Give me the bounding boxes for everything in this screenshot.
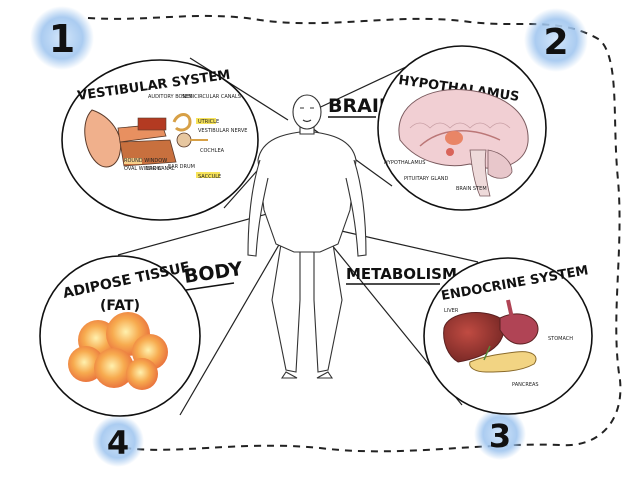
label-body: BODY bbox=[183, 258, 245, 288]
panel-hypothalamus: HYPOTHALAMUS HYPOTHALAMUS PITUITARY GLAN… bbox=[377, 45, 547, 211]
adipose-title-line2: (FAT) bbox=[100, 298, 140, 314]
svg-text:EAR DRUM: EAR DRUM bbox=[168, 164, 195, 170]
svg-text:COCHLEA: COCHLEA bbox=[200, 148, 225, 154]
stomach-label: STOMACH bbox=[548, 336, 573, 342]
badge-3: 3 bbox=[474, 408, 526, 460]
hypothalamus-label: HYPOTHALAMUS bbox=[384, 160, 425, 166]
human-figure bbox=[247, 94, 367, 379]
badge-1: 1 bbox=[30, 6, 94, 70]
svg-text:SACCULE: SACCULE bbox=[198, 174, 221, 180]
svg-text:VESTIBULAR NERVE: VESTIBULAR NERVE bbox=[198, 128, 247, 134]
svg-text:SEMICIRCULAR CANALS: SEMICIRCULAR CANALS bbox=[182, 94, 241, 100]
dashed-border bbox=[87, 14, 622, 453]
badge-3-number: 3 bbox=[489, 417, 511, 455]
label-metabolism: METABOLISM bbox=[346, 265, 457, 283]
vestibular-labels: AUDITORY BONES SEMICIRCULAR CANALS UTRIC… bbox=[124, 94, 247, 180]
panel-adipose: ADIPOSE TISSUE (FAT) bbox=[39, 255, 201, 417]
svg-text:AUDITORY BONES: AUDITORY BONES bbox=[148, 94, 193, 100]
label-brain: BRAIN bbox=[328, 95, 395, 117]
badge-1-number: 1 bbox=[49, 17, 75, 61]
liver-label: LIVER bbox=[444, 308, 459, 314]
badge-2-number: 2 bbox=[543, 22, 568, 63]
svg-text:ROUND WINDOW: ROUND WINDOW bbox=[124, 158, 167, 164]
pancreas-label: PANCREAS bbox=[512, 382, 539, 388]
svg-text:UTRICLE: UTRICLE bbox=[198, 119, 219, 125]
svg-text:EAR CANAL: EAR CANAL bbox=[146, 166, 175, 172]
panel-vestibular: VESTIBULAR SYSTEM AUDITORY BONES SEMICIR… bbox=[61, 59, 259, 221]
fat-cells-illustration bbox=[68, 312, 168, 390]
badge-4-number: 4 bbox=[107, 424, 129, 462]
badge-2: 2 bbox=[524, 8, 588, 72]
ear-illustration bbox=[84, 109, 220, 178]
brainstem-label: BRAIN STEM bbox=[456, 186, 487, 192]
pituitary-label: PITUITARY GLAND bbox=[404, 176, 448, 182]
badge-4: 4 bbox=[92, 415, 144, 467]
svg-text:OVAL WINDOW: OVAL WINDOW bbox=[124, 166, 162, 172]
panel-endocrine: ENDOCRINE SYSTEM LIVER STOMACH PANCREAS bbox=[423, 257, 593, 415]
brain-illustration bbox=[398, 88, 529, 197]
organs-illustration bbox=[443, 299, 539, 373]
